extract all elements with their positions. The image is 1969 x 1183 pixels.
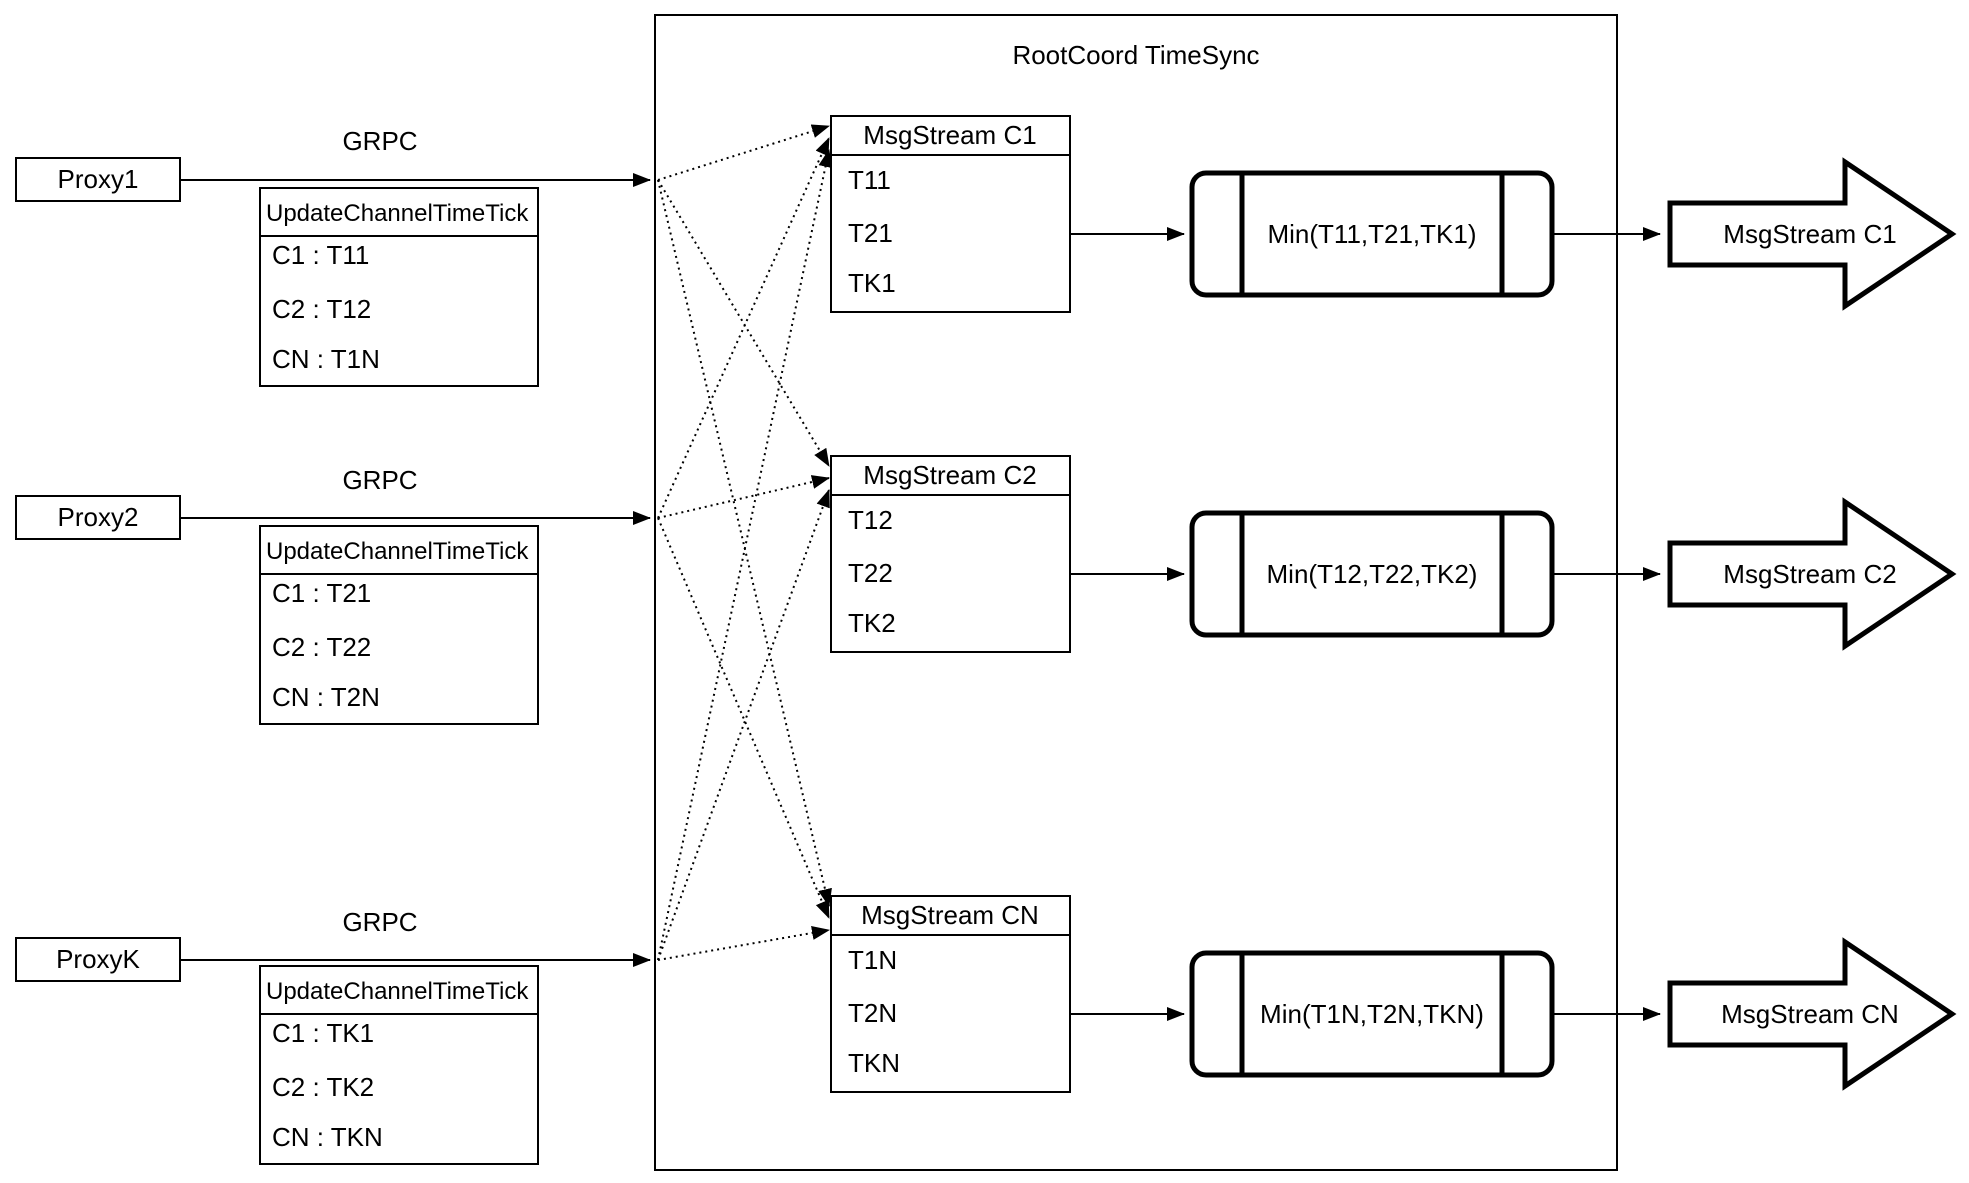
msgstream-cn-header: MsgStream CN: [861, 900, 1039, 930]
msgstream-c2-header: MsgStream C2: [863, 460, 1036, 490]
msgstream-cn-tick: T2N: [848, 998, 897, 1028]
dotted-arrow-proxy2-to-c1: [657, 137, 830, 519]
proxy1-timetick-table: UpdateChannelTimeTick C1 : T11 C2 : T12 …: [259, 187, 539, 387]
msgstream-c1-header: MsgStream C1: [863, 120, 1036, 150]
msgstream-cn-tick: T1N: [848, 945, 897, 975]
proxyk-label: ProxyK: [56, 944, 140, 974]
dotted-arrow-proxy2-to-cn: [657, 517, 830, 919]
proxy1-timetick-row: C1 : T11: [272, 240, 369, 270]
msgstream-c2-tick: TK2: [848, 608, 896, 638]
msgstream-c2-tick: T22: [848, 558, 893, 588]
dotted-arrow-proxy1-to-cn: [657, 179, 832, 907]
proxy2-timetick-row: C2 : T22: [272, 632, 371, 662]
msgstream-c2-output-label: MsgStream C2: [1723, 559, 1896, 589]
proxy1-timetick-table-box: [259, 187, 539, 387]
min-c2-node: Min(T12,T22,TK2): [1189, 510, 1555, 638]
proxy1-grpc-label: GRPC: [342, 126, 417, 156]
min-c2-label: Min(T12,T22,TK2): [1267, 559, 1478, 589]
msgstream-c1-output-label: MsgStream C1: [1723, 219, 1896, 249]
min-c1-node: Min(T11,T21,TK1): [1189, 170, 1555, 298]
proxy1-label: Proxy1: [58, 164, 139, 194]
msgstream-c2-tick: T12: [848, 505, 893, 535]
proxyk-timetick-row: C1 : TK1: [272, 1018, 374, 1048]
msgstream-cn-tick: TKN: [848, 1048, 900, 1078]
msgstream-c1-table: MsgStream C1 T11 T21 TK1: [830, 115, 1071, 313]
msgstream-cn-output-label: MsgStream CN: [1721, 999, 1899, 1029]
dotted-arrow-proxy1-to-c2: [657, 179, 830, 467]
proxyk-timetick-table: UpdateChannelTimeTick C1 : TK1 C2 : TK2 …: [259, 965, 539, 1165]
rootcoord-timesync-title: RootCoord TimeSync: [1012, 40, 1259, 70]
msgstream-cn-box: [830, 895, 1071, 1093]
proxy2-box: [15, 495, 181, 540]
msgstream-c1-tick: TK1: [848, 268, 896, 298]
dotted-arrow-proxyk-to-c2: [657, 489, 830, 961]
msgstream-cn-output-arrow: [1667, 937, 1957, 1091]
proxy1-timetick-header: UpdateChannelTimeTick: [266, 200, 529, 227]
msgstream-c1-tick: T21: [848, 218, 893, 248]
dotted-arrow-proxyk-to-c1: [657, 149, 833, 961]
proxy2-timetick-header: UpdateChannelTimeTick: [266, 538, 529, 565]
proxy2-timetick-row: C1 : T21: [272, 578, 371, 608]
dotted-arrow-proxyk-to-cn: [657, 926, 830, 961]
proxyk-timetick-row: CN : TKN: [272, 1122, 383, 1152]
proxyk-timetick-row: C2 : TK2: [272, 1072, 374, 1102]
proxy2-timetick-row: CN : T2N: [272, 682, 380, 712]
proxyk-timetick-table-box: [259, 965, 539, 1165]
msgstream-c2-table: MsgStream C2 T12 T22 TK2: [830, 455, 1071, 653]
msgstream-c2-box: [830, 455, 1071, 653]
msgstream-c1-box: [830, 115, 1071, 313]
min-c1-label: Min(T11,T21,TK1): [1267, 219, 1476, 249]
proxyk-timetick-header: UpdateChannelTimeTick: [266, 978, 529, 1005]
proxy2-timetick-table-box: [259, 525, 539, 725]
msgstream-c2-output-arrow: [1667, 497, 1957, 651]
proxy1-timetick-row: C2 : T12: [272, 294, 371, 324]
rootcoord-timesync-container: [654, 14, 1618, 1171]
dotted-arrow-proxy2-to-c2: [657, 475, 830, 519]
proxyk-box: [15, 937, 181, 982]
min-cn-node: Min(T1N,T2N,TKN): [1189, 950, 1555, 1078]
msgstream-c1-output-arrow: [1667, 157, 1957, 311]
msgstream-c1-tick: T11: [848, 165, 891, 195]
proxyk-grpc-label: GRPC: [342, 907, 417, 937]
proxy2-timetick-table: UpdateChannelTimeTick C1 : T21 C2 : T22 …: [259, 525, 539, 725]
proxy2-grpc-label: GRPC: [342, 465, 417, 495]
dotted-arrow-proxy1-to-c1: [657, 124, 830, 181]
proxy2-label: Proxy2: [58, 502, 139, 532]
min-cn-label: Min(T1N,T2N,TKN): [1260, 999, 1484, 1029]
msgstream-cn-table: MsgStream CN T1N T2N TKN: [830, 895, 1071, 1093]
proxy1-box: [15, 157, 181, 202]
proxy1-timetick-row: CN : T1N: [272, 344, 380, 374]
